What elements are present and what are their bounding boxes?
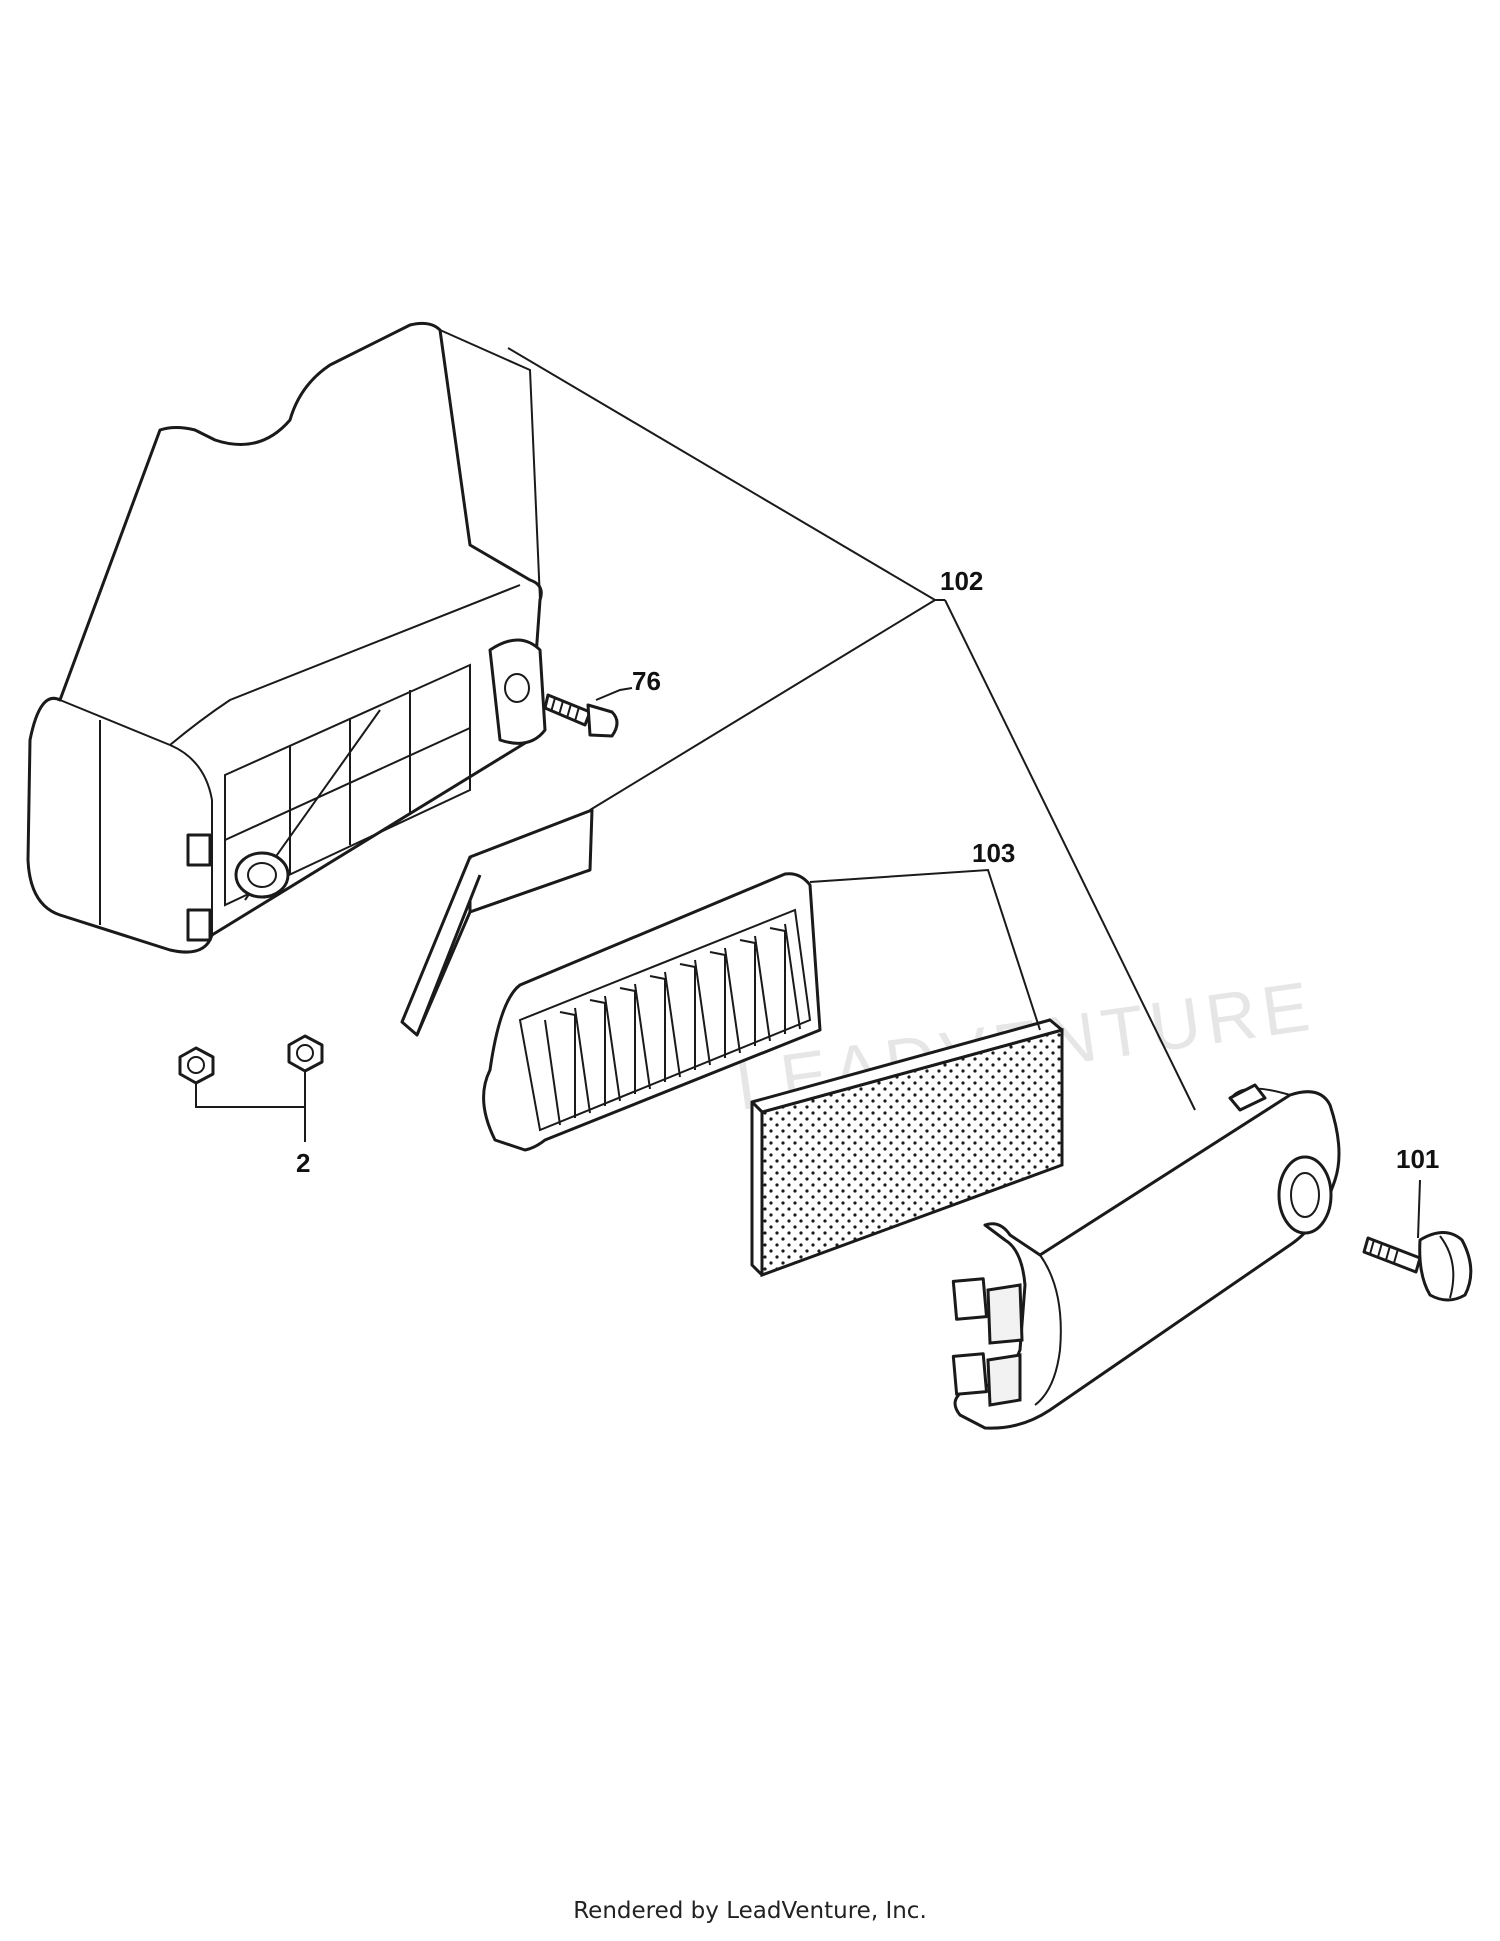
leader-76 — [595, 687, 633, 701]
leader-2 — [195, 1071, 306, 1142]
leader-102 — [507, 347, 1196, 1111]
air-cleaner-base — [26, 321, 547, 954]
paper-filter — [482, 872, 822, 1152]
callout-101: 101 — [1396, 1144, 1439, 1174]
foam-filter-103 — [750, 1018, 1064, 1278]
callout-102: 102 — [940, 566, 983, 596]
air-cleaner-cover — [951, 1083, 1341, 1430]
pre-cleaner-strip — [400, 808, 594, 1037]
callout-103: 103 — [972, 838, 1015, 868]
leader-103 — [809, 868, 1041, 1031]
nut-left — [178, 1046, 215, 1085]
footer-credit: Rendered by LeadVenture, Inc. — [573, 1898, 927, 1924]
bolt-76 — [543, 693, 619, 738]
nut-right — [287, 1034, 324, 1073]
knob-bolt-101 — [1362, 1231, 1473, 1302]
leader-101 — [1417, 1179, 1421, 1239]
callout-2: 2 — [296, 1148, 310, 1178]
callout-76: 76 — [632, 666, 661, 696]
